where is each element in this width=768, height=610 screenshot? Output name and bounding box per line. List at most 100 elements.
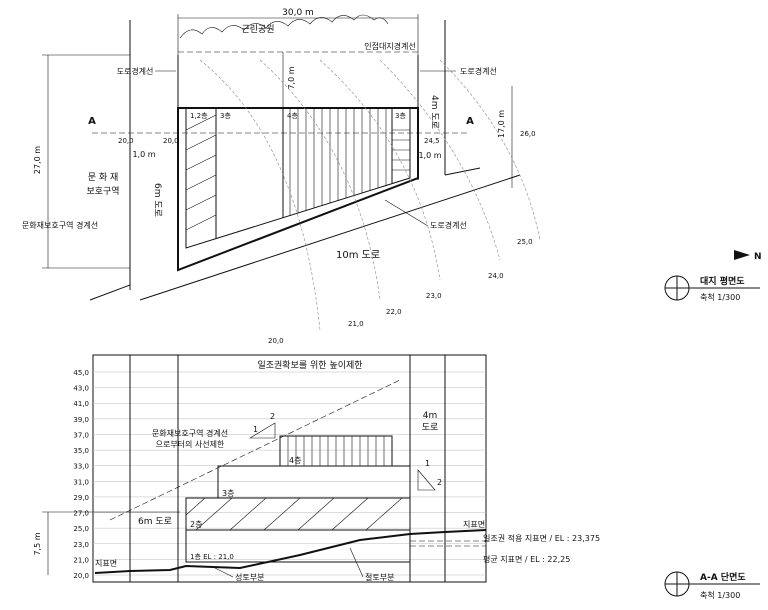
section-floor-2: 2층	[190, 520, 202, 529]
slope-triangle-left	[248, 422, 276, 439]
elevation-label: 45,0	[73, 369, 89, 377]
road-10m-label: 10m 도로	[336, 250, 380, 261]
road-edge-sw	[89, 284, 131, 301]
cut-leader	[349, 547, 364, 578]
elevation-label: 29,0	[73, 494, 89, 502]
floor-3-block	[217, 465, 411, 499]
ground-line	[94, 529, 487, 574]
dim-17m-label: 17,0 m	[497, 110, 506, 138]
contour-4	[379, 59, 501, 261]
contour-label-24: 24,0	[488, 272, 504, 280]
contour-label-21: 21,0	[348, 320, 364, 328]
elevation-label: 41,0	[73, 400, 89, 408]
fill-leader	[214, 567, 234, 578]
contour-label-22: 22,0	[386, 308, 402, 316]
elevation-label: 33,0	[73, 463, 89, 471]
section-scale: 축척 1/300	[700, 591, 740, 600]
elevation-label: 20,0	[73, 572, 89, 580]
floor-3a-label: 3층	[220, 111, 231, 120]
hatch-zone-1	[185, 114, 217, 231]
hatch-zone-3b	[392, 129, 410, 171]
section-floor-3: 3층	[222, 489, 234, 498]
road-4m-label: 4m 도로	[429, 95, 439, 129]
dim-1m-right-label: 1,0 m	[418, 151, 441, 160]
contour-label-20c: 20,0	[268, 337, 284, 345]
section-mark-right: A	[466, 116, 474, 127]
north-label: N	[754, 252, 762, 262]
adjacent-boundary-label: 인접대지경계선	[364, 41, 416, 51]
elevation-grid: 45,0 43,0 41,0 39,0 37,0 35,0 33,0 31,0 29,0 27,0…	[73, 369, 486, 580]
slope-1b: 1	[425, 459, 430, 468]
floor-4-hatch	[287, 436, 385, 466]
contour-label-245: 24,5	[424, 137, 440, 145]
slope-triangle-right	[417, 469, 436, 491]
contour-label-25: 25,0	[517, 238, 533, 246]
plan-title: 대지 평면도	[700, 275, 745, 287]
sunlight-ground-label: 일조권 적용 지표면 / EL : 23,375	[483, 533, 600, 543]
road-line-bottom-label: 도로경계선	[430, 220, 467, 230]
floor-2-block	[185, 497, 411, 531]
elevation-label: 43,0	[73, 385, 89, 393]
floor-12-label: 1,2층	[190, 111, 208, 120]
avg-ground-label: 평균 지표면 / EL : 22,25	[483, 554, 570, 564]
dim-1m-left-label: 1,0 m	[132, 150, 155, 159]
contour-label-23: 23,0	[426, 292, 442, 300]
elevation-label: 39,0	[73, 416, 89, 424]
road-edge-s	[139, 174, 521, 301]
contour-label-20a: 20,0	[118, 137, 134, 145]
park-cloud	[179, 14, 389, 39]
contour-1	[199, 59, 321, 331]
elevation-label: 25,0	[73, 525, 89, 533]
elevation-label: 21,0	[73, 556, 89, 564]
section-view: 45,0 43,0 41,0 39,0 37,0 35,0 33,0 31,0 29,0 27,0…	[33, 354, 600, 583]
elevation-label: 31,0	[73, 478, 89, 486]
north-arrow-icon	[734, 250, 750, 260]
slope-2: 2	[270, 412, 275, 421]
section-road-6m: 6m 도로	[138, 517, 172, 527]
contour-label-20b: 20,0	[163, 137, 179, 145]
left-road-line-label: 도로경계선	[117, 66, 154, 76]
dim-27m-label: 27,0 m	[33, 146, 42, 174]
section-title-block: A-A 단면도 축척 1/300	[664, 571, 760, 600]
ground-left-label: 지표면	[95, 558, 117, 568]
heritage-note-1: 문화재보호구역 경계선	[152, 428, 228, 438]
floor-4-label: 4층	[287, 111, 298, 120]
section-frame	[92, 354, 487, 583]
contour-5	[439, 59, 541, 241]
sunlight-note: 일조권확보를 위한 높이제한	[257, 359, 362, 371]
site-plan: 30,0 m 근린공원 인접대지경계선 도로경계선 도로경계선 7,0 m 27…	[22, 8, 541, 345]
road-edge-se	[444, 167, 481, 176]
floor-3b-label: 3층	[395, 111, 406, 120]
dim-7m-label: 7,0 m	[287, 66, 296, 89]
dim-75-label: 7,5 m	[33, 532, 42, 555]
slope-1: 1	[253, 425, 258, 434]
right-road-line-label: 도로경계선	[460, 66, 497, 76]
elevation-label: 27,0	[73, 510, 89, 518]
section-road-4m-1: 4m	[423, 411, 438, 421]
heritage-line-label: 문화재보호구역 경계선	[22, 220, 98, 230]
contour-label-26: 26,0	[520, 130, 536, 138]
heritage-note-2: 으로부터의 사선제한	[156, 439, 225, 449]
elevation-label: 35,0	[73, 447, 89, 455]
section-road-4m-2: 도로	[422, 423, 439, 433]
section-floor-4: 4층	[289, 456, 301, 465]
elevation-label: 37,0	[73, 431, 89, 439]
ground-right-label: 지표면	[463, 519, 485, 529]
park-label: 근린공원	[241, 24, 274, 35]
cut-label: 절토부분	[365, 573, 394, 582]
hatch-zone-4	[289, 108, 387, 216]
contour-2	[259, 59, 381, 301]
section-mark-left: A	[88, 116, 96, 127]
road-line-bottom-leader	[384, 199, 429, 227]
fill-label: 성토부분	[235, 573, 264, 582]
width-dim-label: 30,0 m	[282, 8, 314, 18]
section-title: A-A 단면도	[700, 571, 746, 583]
plan-scale: 축척 1/300	[700, 293, 740, 302]
building-footprint	[185, 107, 411, 249]
floor-2-hatch	[185, 497, 403, 531]
section-floor-1: 1층 EL : 21,0	[190, 552, 234, 561]
contour-3	[319, 59, 441, 281]
elevation-label: 23,0	[73, 541, 89, 549]
heritage-area-label-2: 보호구역	[86, 186, 119, 197]
